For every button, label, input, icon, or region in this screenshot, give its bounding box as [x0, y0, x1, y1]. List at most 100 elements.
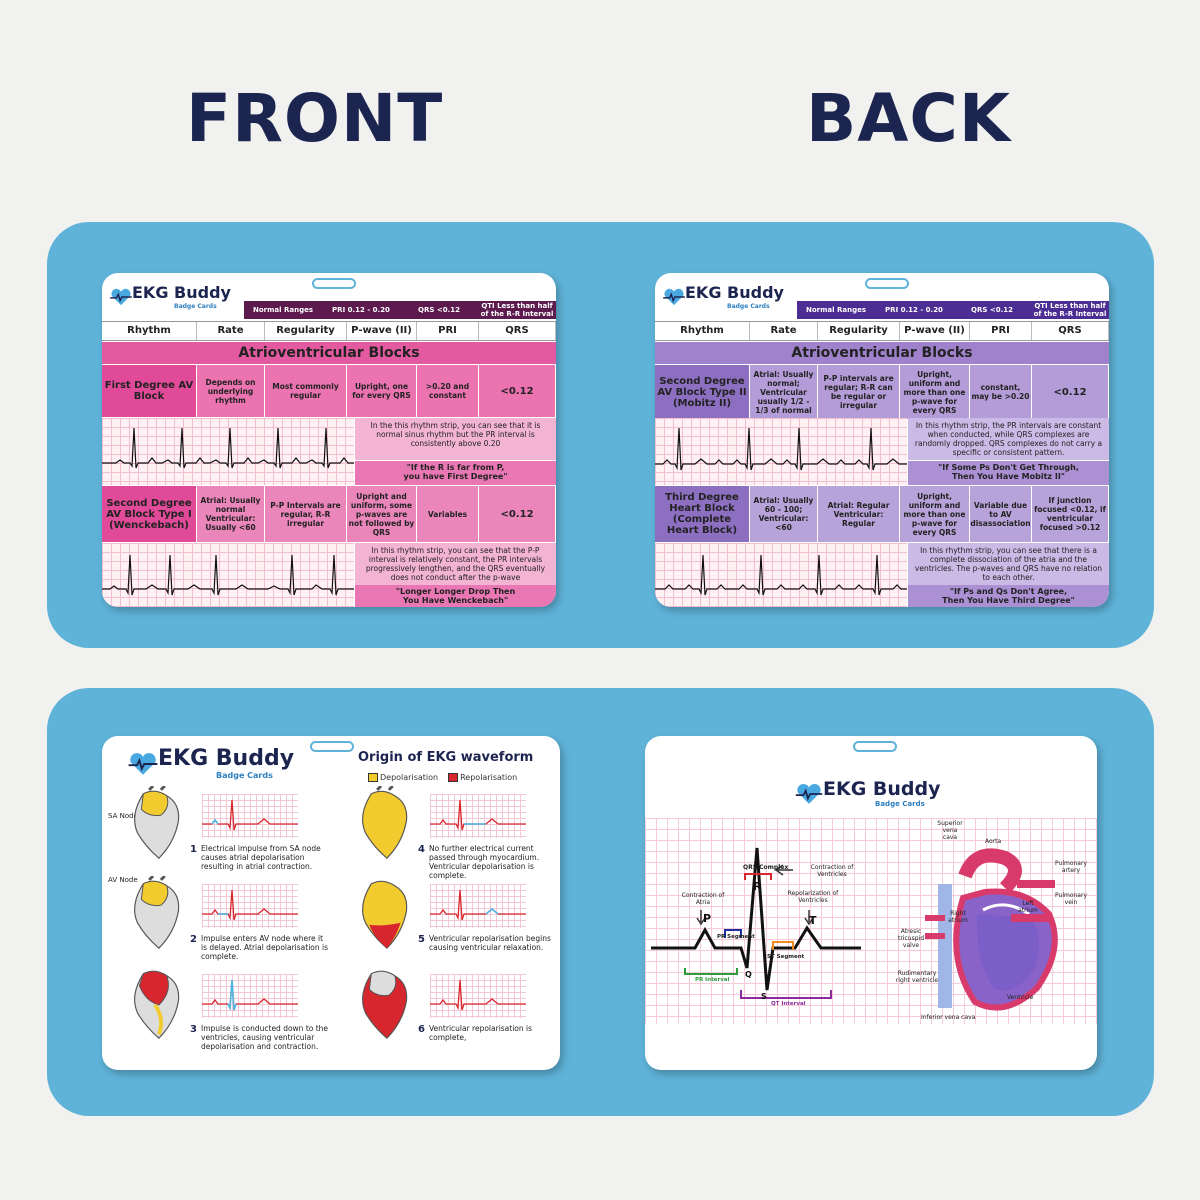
brand-sub: Badge Cards [216, 771, 273, 780]
pwave-cell: Upright, uniform and more than one p-wav… [900, 365, 970, 419]
pr-bracket [724, 929, 742, 938]
qrs-cell: <0.12 [479, 365, 556, 417]
step-3: 3 Impulse is conducted down to the ventr… [102, 966, 328, 1058]
repol-swatch-icon [448, 773, 459, 782]
step-number: 6 [418, 1024, 425, 1035]
first-degree-card: EKG Buddy Badge Cards Normal Ranges PRI … [102, 273, 556, 607]
ekg-trace [651, 847, 861, 991]
col-rhythm: Rhythm [102, 322, 197, 340]
r-wave-label: R [753, 880, 762, 893]
normal-qti: QTI Less than half of the R-R Interval [480, 302, 554, 318]
rudimentary-ventricle-label: Rudimentary right ventricle [895, 970, 939, 984]
col-pri: PRI [970, 322, 1032, 340]
step-6: 6 Ventricular repolarisation is complete… [330, 966, 545, 1058]
table-row: Second Degree AV Block Type II (Mobitz I… [655, 365, 1109, 419]
atresic-valve-label: Atresic tricuspid valve [898, 928, 924, 949]
down-arrow-icon [804, 910, 814, 926]
step-2: AV Node 2 Impulse enters AV node where i… [102, 876, 328, 968]
heart-diagram-icon [362, 880, 408, 949]
brand-logo: EKG Buddy Badge Cards [663, 283, 784, 310]
col-regularity: Regularity [818, 322, 900, 340]
mini-ekg [430, 884, 526, 928]
normal-pri: PRI 0.12 - 0.20 [332, 306, 390, 314]
st-segment-label: ST Segment [767, 954, 805, 960]
mobitz-card: EKG Buddy Badge Cards Normal Ranges PRI … [655, 273, 1109, 607]
ekg-trace [102, 427, 354, 469]
step-description: Impulse enters AV node where it is delay… [201, 934, 328, 961]
legend-repol: Repolarisation [448, 773, 517, 782]
normal-pri: PRI 0.12 - 0.20 [885, 306, 943, 314]
ekg-trace [655, 554, 907, 596]
col-pwave: P-wave (II) [900, 322, 970, 340]
step-number: 4 [418, 844, 425, 855]
rhythm-cell: Third Degree Heart Block (Complete Heart… [655, 486, 750, 542]
brand-name: EKG Buddy [685, 283, 784, 302]
ekg-trace [202, 979, 298, 1011]
mnemonic-line: "If the R is far from P, [406, 463, 505, 472]
strip-note: In this rhythm strip, the PR intervals a… [908, 418, 1109, 460]
section-title: Atrioventricular Blocks [655, 342, 1109, 364]
step-number: 5 [418, 934, 425, 945]
ekg-trace [430, 889, 526, 921]
normal-ranges-bar: Normal Ranges PRI 0.12 - 0.20 QRS <0.12 … [797, 301, 1109, 319]
strip-note: In this rhythm strip, you can see that t… [355, 543, 556, 585]
ekg-trace [430, 799, 526, 831]
regularity-cell: P-P intervals are regular; R-R can be re… [818, 365, 900, 419]
p-wave-label: P [703, 912, 712, 925]
badge-slot [853, 741, 897, 752]
heart-logo-icon [795, 784, 823, 804]
legend-repol-label: Repolarisation [460, 773, 518, 782]
qrs-cell: <0.12 [1032, 365, 1109, 419]
step-description: Impulse is conducted down to the ventric… [201, 1024, 329, 1051]
step-number: 1 [190, 844, 197, 855]
rate-cell: Depends on underlying rhythm [197, 365, 265, 417]
step-5: 5 Ventricular repolarisation begins caus… [330, 876, 551, 968]
pulm-vein-label: Pulmonary vein [1055, 892, 1087, 906]
ekg-trace [102, 554, 354, 596]
normal-ranges-label: Normal Ranges [806, 306, 866, 314]
brand-name: EKG Buddy [132, 283, 231, 302]
av-node-label: AV Node [108, 876, 138, 884]
right-atrium-label: Right atrium [948, 910, 968, 924]
mini-ekg [202, 794, 298, 838]
brand-sub: Badge Cards [875, 800, 925, 808]
t-wave-label: T [809, 914, 817, 927]
ekg-trace [430, 979, 526, 1011]
step-description: Electrical impulse from SA node causes a… [201, 844, 321, 871]
mnemonic-line: "If Some Ps Don't Get Through, [938, 463, 1079, 472]
front-heading: FRONT [186, 80, 444, 157]
mini-ekg [430, 974, 526, 1018]
q-wave-label: Q [745, 970, 752, 979]
legend-depol-label: Depolarisation [380, 773, 439, 782]
qrs-cell: If junction focused <0.12, if ventricula… [1032, 486, 1109, 542]
col-rhythm: Rhythm [655, 322, 750, 340]
pri-cell: Variable due to AV disassociation [970, 486, 1032, 542]
col-rate: Rate [197, 322, 265, 340]
left-arrow-icon [774, 864, 793, 876]
mnemonic-line: "If Ps and Qs Don't Agree, [949, 587, 1068, 596]
step-number: 2 [190, 934, 197, 945]
st-bracket [772, 941, 794, 950]
column-header: Rhythm Rate Regularity P-wave (II) PRI Q… [655, 321, 1109, 341]
ekg-trace [202, 889, 298, 921]
table-row: Second Degree AV Block Type I (Wenckebac… [102, 486, 556, 542]
ekg-trace [655, 427, 907, 471]
mini-ekg [202, 974, 298, 1018]
ekg-trace [202, 799, 298, 831]
pr-interval-bracket [684, 968, 738, 975]
mnemonic-line: you have First Degree" [403, 472, 508, 481]
regularity-cell: Atrial: Regular Ventricular: Regular [818, 486, 900, 542]
section-title: Atrioventricular Blocks [102, 342, 556, 364]
pr-segment-label: PR Segment [717, 934, 755, 940]
qt-interval-bracket [740, 990, 832, 999]
back-heading: BACK [806, 80, 1011, 157]
brand-logo: EKG Buddy Badge Cards [128, 748, 294, 780]
qt-interval-label: QT Interval [771, 1001, 806, 1007]
heart-diagram-icon [134, 970, 180, 1039]
badge-slot [312, 278, 356, 289]
mnemonic: "If Ps and Qs Don't Agree, Then You Have… [908, 585, 1109, 607]
rhythm-cell: First Degree AV Block [102, 365, 197, 417]
down-arrow-icon [696, 910, 706, 926]
step-description: No further electrical current passed thr… [429, 844, 540, 880]
step-1: SA Node 1 Electrical impulse from SA nod… [102, 786, 321, 878]
